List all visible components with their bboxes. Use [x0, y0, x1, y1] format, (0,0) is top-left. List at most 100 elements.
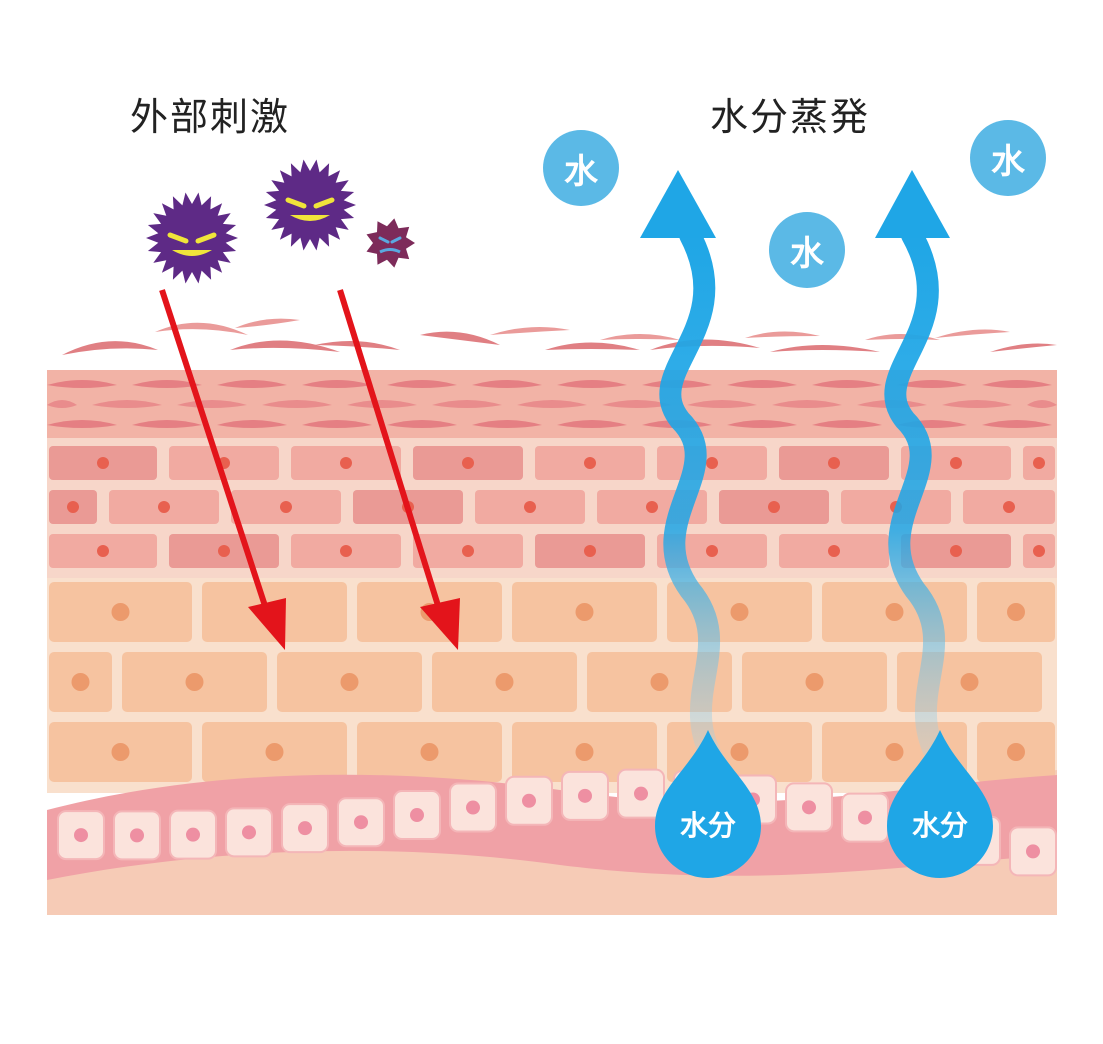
- flake: [217, 420, 287, 428]
- water-bubble: 水: [543, 130, 619, 206]
- flake: [982, 380, 1052, 388]
- flake: [217, 380, 287, 388]
- nucleus: [410, 808, 424, 823]
- nucleus: [185, 673, 204, 691]
- stratum-corneum-flakes: [47, 380, 1057, 428]
- nucleus: [730, 743, 749, 761]
- nucleus: [265, 743, 284, 761]
- flake: [177, 400, 247, 408]
- flake: [687, 400, 757, 408]
- flake: [1027, 400, 1057, 408]
- nucleus: [950, 545, 962, 557]
- flake: [602, 400, 672, 408]
- flake: [387, 420, 457, 428]
- flake: [772, 400, 842, 408]
- nucleus: [1007, 743, 1025, 761]
- nucleus: [462, 457, 474, 469]
- flake: [432, 400, 502, 408]
- nucleus: [885, 743, 904, 761]
- flake: [302, 420, 372, 428]
- nucleus: [1026, 844, 1040, 859]
- nucleus: [634, 786, 648, 801]
- germ-icon: [146, 192, 238, 284]
- nucleus: [340, 457, 352, 469]
- water-bubble: 水: [769, 212, 845, 288]
- nucleus: [1007, 603, 1025, 621]
- nucleus: [71, 673, 90, 691]
- nucleus: [242, 825, 256, 840]
- nucleus: [130, 828, 144, 843]
- nucleus: [111, 743, 130, 761]
- nucleus: [575, 603, 594, 621]
- nucleus: [522, 793, 536, 808]
- flake: [47, 400, 77, 408]
- arrow-icon: [337, 289, 460, 650]
- water-drop-icon: [655, 730, 761, 878]
- stimulus-arrows: [159, 289, 460, 650]
- germ-icon: [366, 218, 415, 268]
- wavy-arrow-icon: [875, 170, 956, 781]
- wavy-arrow-icon: [640, 170, 731, 781]
- nucleus: [650, 673, 669, 691]
- nucleus: [158, 501, 170, 513]
- nucleus: [111, 603, 130, 621]
- water-bubble: 水: [970, 120, 1046, 196]
- flake: [897, 380, 967, 388]
- nucleus: [524, 501, 536, 513]
- nucleus: [186, 827, 200, 842]
- nucleus: [340, 673, 359, 691]
- flake: [132, 420, 202, 428]
- nucleus: [462, 545, 474, 557]
- flake: [517, 400, 587, 408]
- flake: [472, 420, 542, 428]
- nucleus: [1033, 545, 1045, 557]
- nucleus: [218, 545, 230, 557]
- flake: [472, 380, 542, 388]
- flake: [262, 400, 332, 408]
- nucleus: [466, 800, 480, 815]
- flake: [942, 400, 1012, 408]
- nucleus: [885, 603, 904, 621]
- flake: [557, 420, 627, 428]
- water-drop-label: 水分: [680, 809, 737, 842]
- nucleus: [420, 743, 439, 761]
- flake: [47, 380, 117, 388]
- flake: [982, 420, 1052, 428]
- flake: [302, 380, 372, 388]
- nucleus: [950, 457, 962, 469]
- arrow-icon: [159, 289, 286, 650]
- nucleus: [828, 545, 840, 557]
- flake: [557, 380, 627, 388]
- water-drop-label: 水分: [912, 809, 969, 842]
- nucleus: [706, 545, 718, 557]
- nucleus: [768, 501, 780, 513]
- nucleus: [67, 501, 79, 513]
- nucleus: [730, 603, 749, 621]
- flake: [727, 380, 797, 388]
- granular-cells: [49, 446, 1055, 568]
- nucleus: [97, 545, 109, 557]
- nucleus: [584, 457, 596, 469]
- nucleus: [340, 545, 352, 557]
- nucleus: [575, 743, 594, 761]
- nucleus: [578, 788, 592, 803]
- nucleus: [495, 673, 514, 691]
- flake: [347, 400, 417, 408]
- nucleus: [354, 815, 368, 830]
- flake: [812, 380, 882, 388]
- external-stimulus-label: 外部刺激: [130, 95, 291, 139]
- nucleus: [858, 810, 872, 825]
- nucleus: [1003, 501, 1015, 513]
- flake: [47, 420, 117, 428]
- nucleus: [280, 501, 292, 513]
- nucleus: [298, 821, 312, 836]
- nucleus: [1033, 457, 1045, 469]
- germ-icon: [264, 159, 356, 251]
- nucleus: [802, 800, 816, 815]
- flake: [92, 400, 162, 408]
- nucleus: [706, 457, 718, 469]
- nucleus: [97, 457, 109, 469]
- nucleus: [960, 673, 979, 691]
- nucleus: [805, 673, 824, 691]
